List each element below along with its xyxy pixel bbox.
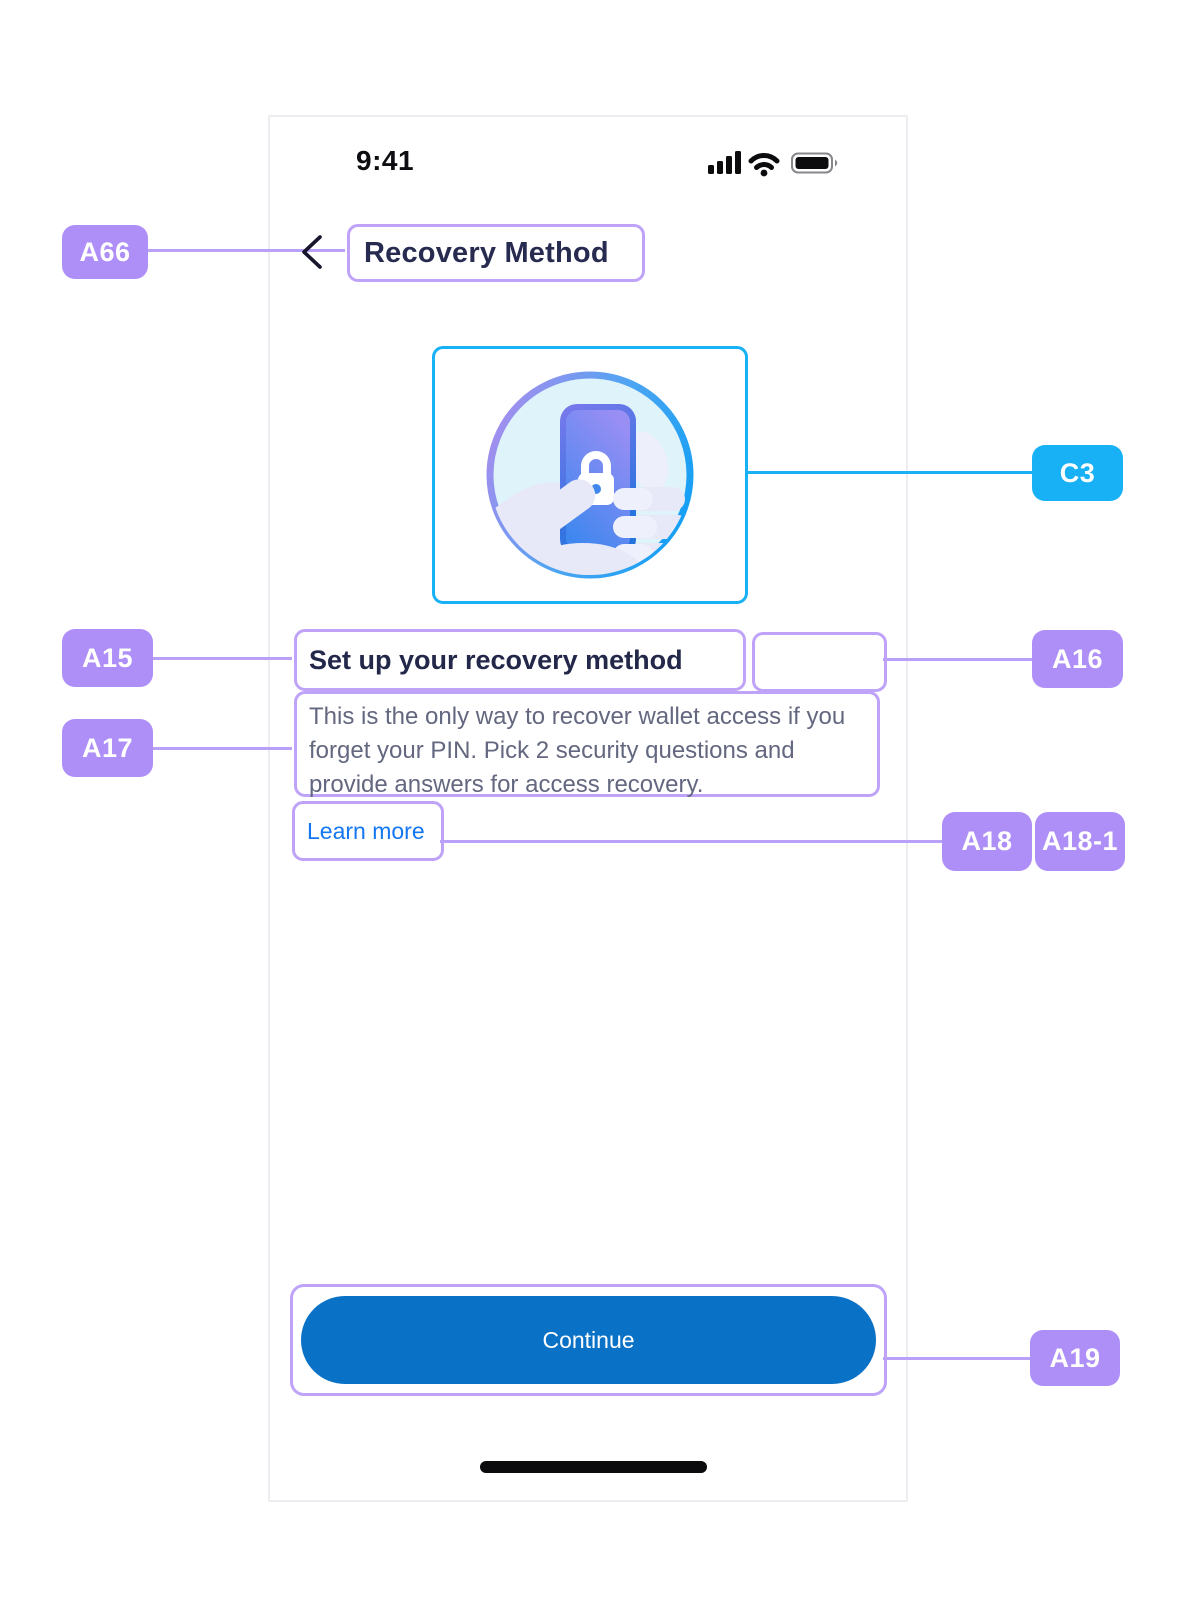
learn-more-link[interactable]: Learn more: [307, 817, 425, 844]
connector-line-a17: [153, 747, 292, 750]
heading-annotation-box: Set up your recovery method: [294, 629, 746, 691]
description-annotation-box: This is the only way to recover wallet a…: [294, 691, 880, 798]
annotation-tag-a18-1: A18-1: [1035, 812, 1125, 871]
connector-line-a15: [153, 657, 292, 660]
back-button[interactable]: [298, 234, 326, 270]
battery-icon: [791, 152, 838, 174]
connector-line-a18: [440, 840, 942, 843]
cellular-signal-icon: [708, 151, 741, 174]
screen-heading: Set up your recovery method: [309, 644, 683, 675]
continue-button[interactable]: Continue: [301, 1296, 876, 1384]
status-bar-time: 9:41: [356, 145, 415, 176]
home-indicator-bar[interactable]: [480, 1461, 707, 1473]
hand-holding-phone-illustration: [486, 371, 694, 579]
chevron-left-icon: [302, 235, 322, 269]
annotation-tag-a18: A18: [942, 812, 1032, 871]
connector-line-a16: [883, 658, 1032, 661]
illustration-annotation-box: [432, 346, 748, 604]
annotation-tag-a16: A16: [1032, 630, 1123, 688]
annotation-tag-a66: A66: [62, 225, 148, 279]
description-text: This is the only way to recover wallet a…: [309, 703, 846, 798]
status-bar-icons: [708, 151, 838, 177]
empty-annotation-box: [752, 632, 887, 692]
phone-with-lock-icon: [560, 404, 636, 556]
annotation-tag-c3: C3: [1032, 445, 1123, 501]
page-title-annotation-box: Recovery Method: [347, 224, 645, 282]
connector-line-a19: [883, 1357, 1030, 1360]
connector-line-a66: [148, 249, 345, 252]
continue-annotation-box: Continue: [290, 1284, 887, 1396]
wifi-icon: [748, 153, 780, 177]
learn-more-annotation-box: Learn more: [292, 801, 444, 861]
connector-line-c3: [746, 471, 1032, 474]
annotation-tag-a19: A19: [1030, 1330, 1120, 1386]
phone-frame: 9:41 Recove: [268, 115, 908, 1502]
page-title: Recovery Method: [364, 236, 609, 269]
annotation-tag-a17: A17: [62, 719, 153, 777]
annotation-tag-a15: A15: [62, 629, 153, 687]
